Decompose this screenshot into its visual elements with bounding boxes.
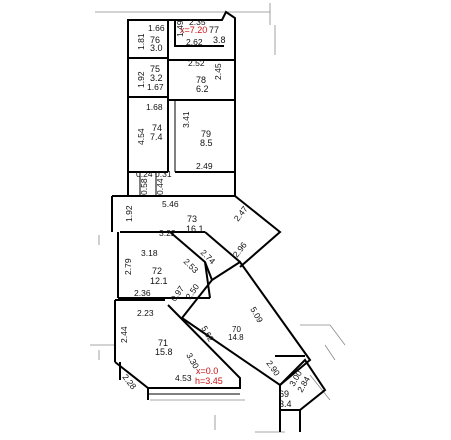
room-label-71: 71 [158, 338, 168, 348]
hatch-top [95, 3, 276, 55]
room-label-79: 79 [201, 129, 211, 139]
dim-label: 2.79 [123, 258, 133, 275]
dim-label: 1.92 [124, 205, 134, 222]
dim-label: 4.53 [175, 373, 192, 383]
room-area-69: 3.4 [279, 399, 292, 409]
hatch-right [300, 324, 346, 401]
dim-label: 2.74 [199, 247, 218, 266]
dim-label: 0.97 [168, 284, 186, 304]
dim-label: 1.81 [136, 33, 146, 50]
dim-label: 0.31 [155, 169, 172, 179]
room-area-76: 3.0 [150, 43, 163, 53]
dim-label: 3.18 [141, 248, 158, 258]
dim-label: 1.92 [136, 71, 146, 88]
dim-label: 4.54 [136, 128, 146, 145]
room-area-77: 3.8 [213, 35, 226, 45]
room-label-77: 77 [209, 25, 219, 35]
hatch-left [90, 235, 115, 360]
room-label-75: 75 [150, 64, 160, 74]
annotation-x-bottom: x=0.0 [196, 366, 218, 376]
room-label-74: 74 [152, 123, 162, 133]
room-area-72: 12.1 [150, 276, 168, 286]
dim-label: 5.09 [248, 305, 265, 325]
dim-label: 2.44 [119, 326, 129, 343]
room-area-78: 6.2 [196, 84, 209, 94]
room-label-69: 69 [279, 389, 289, 399]
dim-label: 2.96 [231, 240, 249, 259]
dim-label: 1.68 [146, 102, 163, 112]
dim-label: 2.53 [182, 256, 201, 275]
room-label-72: 72 [152, 266, 162, 276]
dim-label: 2.62 [186, 37, 203, 47]
dim-label: 1.67 [147, 82, 164, 92]
dim-label: 2.52 [188, 58, 205, 68]
room-label-73: 73 [187, 214, 197, 224]
room-area-71: 15.8 [155, 347, 173, 357]
room-area-79: 8.5 [200, 138, 213, 148]
room-71-walls [114, 299, 241, 400]
dim-label: 1.49 [175, 20, 185, 37]
room-area-75: 3.2 [150, 73, 163, 83]
dim-label: 2.23 [137, 308, 154, 318]
hatch-bottom [150, 399, 285, 433]
dim-label: 3.41 [181, 111, 191, 128]
dim-label: 0.24 [136, 169, 153, 179]
room-73-walls [111, 195, 282, 268]
room-area-74: 7.4 [150, 132, 163, 142]
dim-label: 2.45 [213, 63, 223, 80]
room-70-walls [180, 260, 312, 387]
room-label-76: 76 [150, 35, 160, 45]
room-69-walls [279, 358, 327, 432]
dim-label: 2.35 [189, 17, 206, 27]
annotation-x-top: x=7.20 [180, 25, 207, 35]
room-area-73: 16.1 [186, 224, 204, 234]
dim-label: 5.46 [162, 199, 179, 209]
dim-label: 1.66 [148, 23, 165, 33]
room-label-70: 70 [232, 325, 241, 334]
dim-label: 0.58 [139, 178, 149, 195]
dim-label: 2.36 [134, 288, 151, 298]
dim-label: 2.28 [120, 372, 138, 391]
annotation-h-bottom: h=3.45 [195, 376, 223, 386]
dim-label: 0.44 [155, 178, 165, 195]
dim-label: 3.22 [159, 228, 176, 238]
dim-label: 2.49 [196, 161, 213, 171]
room-area-70: 14.8 [228, 333, 244, 342]
room-label-78: 78 [196, 75, 206, 85]
